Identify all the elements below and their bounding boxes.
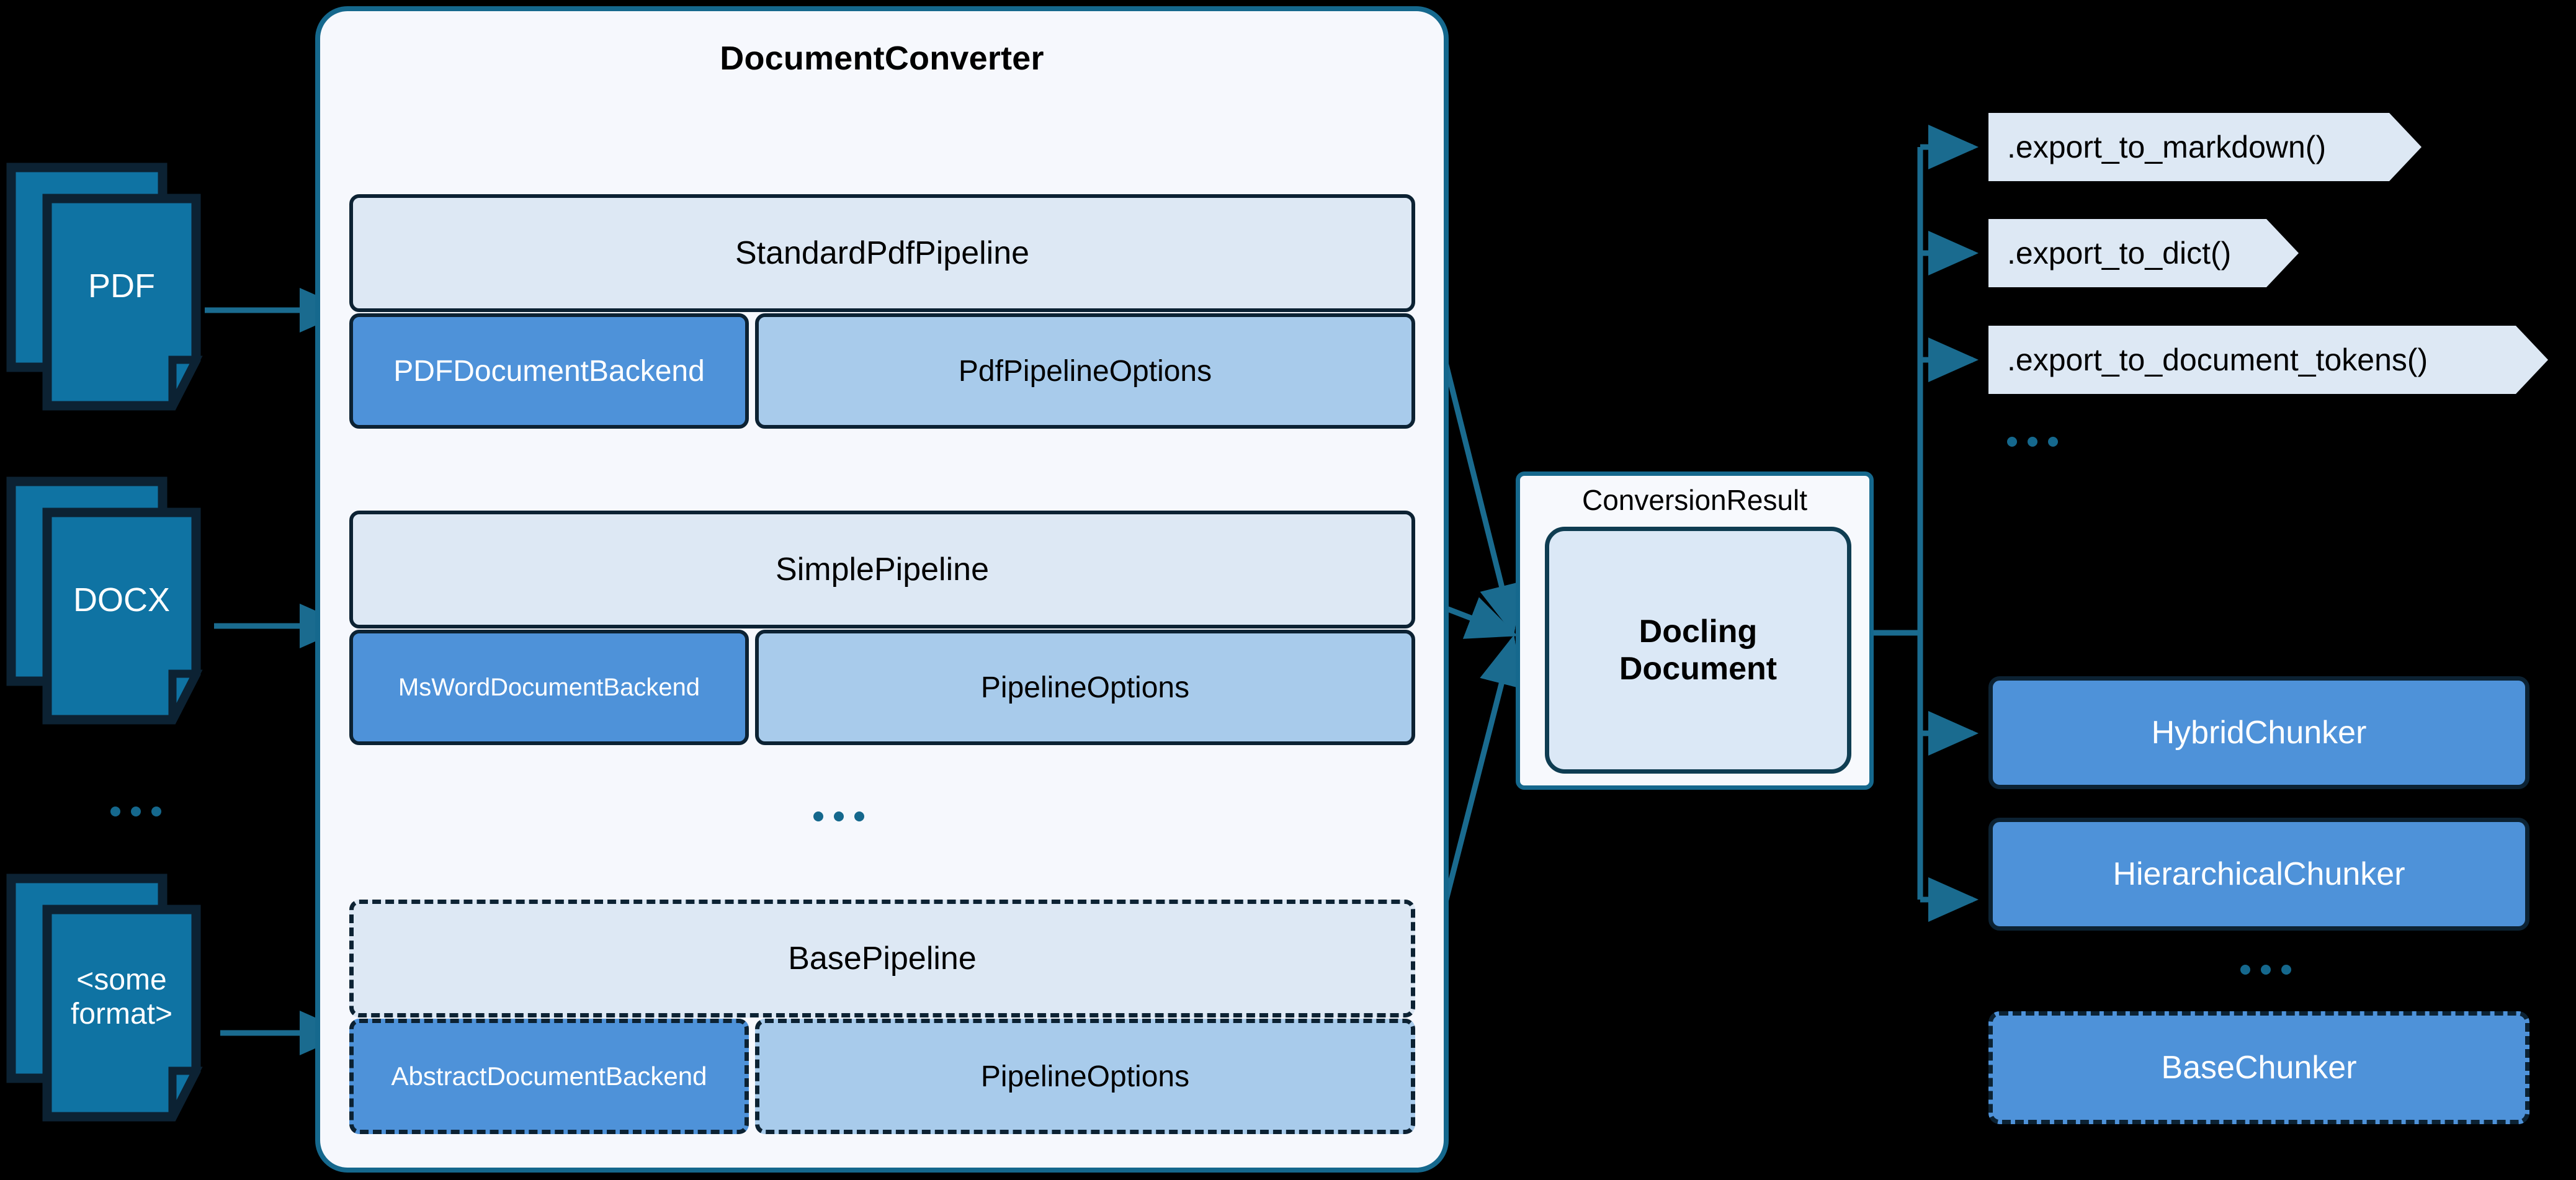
input-doc-pdf[interactable] bbox=[6, 163, 230, 411]
pipeline-name-simple: SimplePipeline bbox=[349, 511, 1415, 628]
export-markdown-chevron[interactable]: .export_to_markdown() bbox=[1988, 113, 2422, 181]
docling-document-line1: Docling bbox=[1639, 613, 1758, 650]
export-markdown-label: .export_to_markdown() bbox=[2007, 130, 2327, 164]
chunker-hybrid[interactable]: HybridChunker bbox=[1988, 676, 2529, 789]
pipeline-backend-standard-pdf[interactable]: PDFDocumentBackend bbox=[349, 313, 749, 429]
pipeline-options-standard-pdf[interactable]: PdfPipelineOptions bbox=[755, 313, 1415, 429]
doc-fold-corner bbox=[168, 355, 203, 408]
export-document-tokens-label: .export_to_document_tokens() bbox=[2007, 342, 2428, 377]
document-converter-container: DocumentConverter StandardPdfPipeline PD… bbox=[315, 6, 1449, 1173]
conversion-result-container: ConversionResult Docling Document bbox=[1516, 472, 1874, 790]
pipeline-group-base[interactable]: BasePipeline AbstractDocumentBackend Pip… bbox=[349, 900, 1415, 1134]
export-document-tokens-chevron[interactable]: .export_to_document_tokens() bbox=[1988, 326, 2548, 394]
pipeline-name-base: BasePipeline bbox=[349, 900, 1415, 1017]
input-doc-other-format[interactable] bbox=[6, 874, 230, 1122]
chunker-ellipsis bbox=[2240, 965, 2291, 975]
pipeline-name-standard-pdf: StandardPdfPipeline bbox=[349, 194, 1415, 312]
conversion-result-title: ConversionResult bbox=[1581, 484, 1808, 516]
input-ellipsis bbox=[110, 807, 161, 816]
chunker-hierarchical-label: HierarchicalChunker bbox=[2113, 856, 2405, 892]
chunker-hybrid-label: HybridChunker bbox=[2151, 715, 2367, 751]
pipeline-backend-simple[interactable]: MsWordDocumentBackend bbox=[349, 630, 749, 745]
pipeline-ellipsis bbox=[813, 811, 864, 821]
chunker-base-label: BaseChunker bbox=[2161, 1050, 2357, 1086]
chunker-base[interactable]: BaseChunker bbox=[1988, 1011, 2529, 1124]
chunker-hierarchical[interactable]: HierarchicalChunker bbox=[1988, 818, 2529, 931]
docling-document-box[interactable]: Docling Document bbox=[1545, 527, 1851, 774]
document-converter-title: DocumentConverter bbox=[720, 40, 1044, 77]
doc-fold-corner bbox=[168, 1066, 203, 1119]
docling-document-line2: Document bbox=[1619, 651, 1778, 687]
pipeline-options-base[interactable]: PipelineOptions bbox=[755, 1019, 1415, 1134]
pipeline-backend-base[interactable]: AbstractDocumentBackend bbox=[349, 1019, 749, 1134]
doc-fold-corner bbox=[168, 669, 203, 722]
pipeline-group-simple[interactable]: SimplePipeline MsWordDocumentBackend Pip… bbox=[349, 511, 1415, 745]
input-doc-docx[interactable] bbox=[6, 476, 230, 725]
pipeline-group-standard-pdf[interactable]: StandardPdfPipeline PDFDocumentBackend P… bbox=[349, 194, 1415, 429]
export-dict-chevron[interactable]: .export_to_dict() bbox=[1988, 219, 2299, 287]
export-dict-label: .export_to_dict() bbox=[2007, 236, 2232, 270]
pipeline-options-simple[interactable]: PipelineOptions bbox=[755, 630, 1415, 745]
export-ellipsis bbox=[2007, 437, 2058, 447]
